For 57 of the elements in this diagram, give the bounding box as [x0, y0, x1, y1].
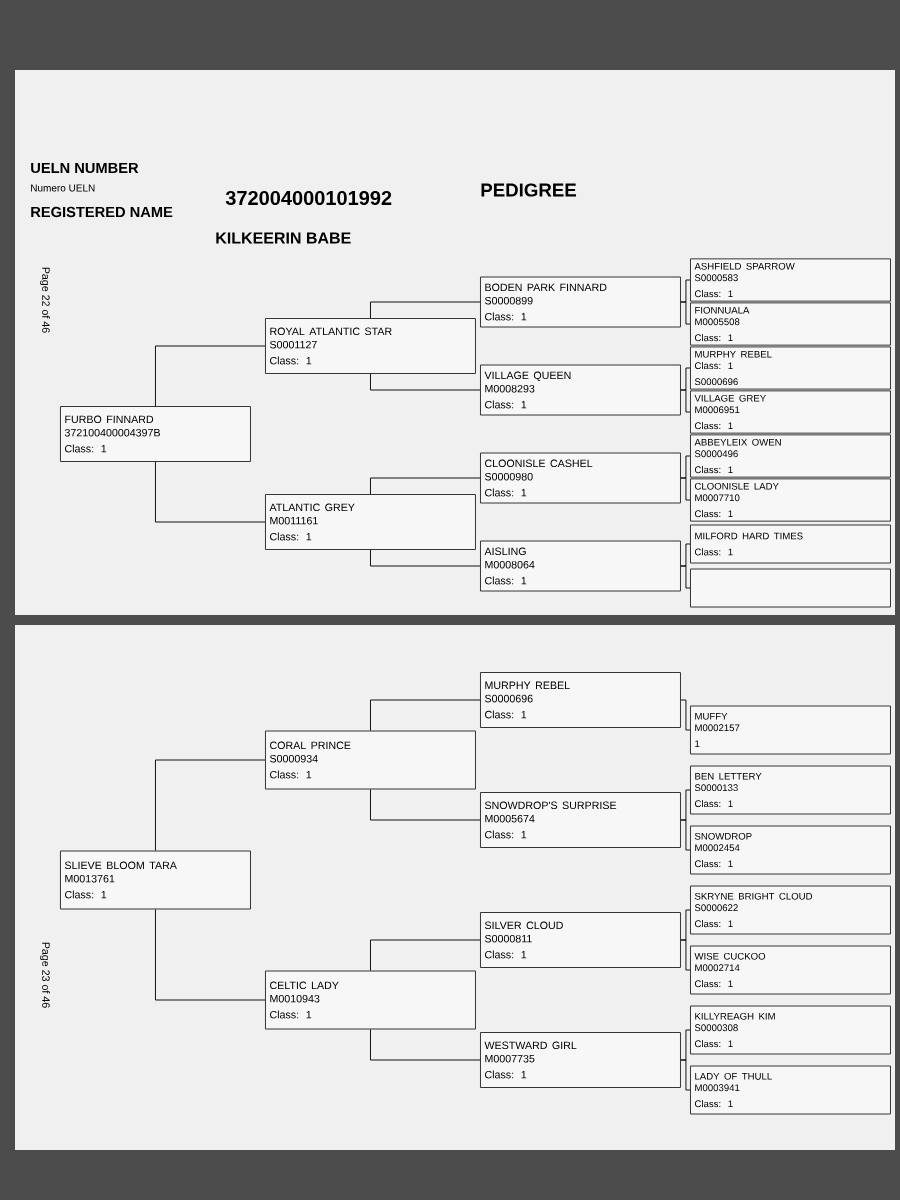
pedigree-line	[370, 373, 481, 391]
pedigree-line	[155, 759, 266, 851]
pedigree-line	[680, 389, 691, 413]
pedigree-line	[680, 565, 691, 589]
pedigree-box: ROYAL ATLANTIC STAR S0001127 Class: 1	[265, 318, 476, 374]
pedigree-line	[680, 819, 691, 851]
pedigree-box: SNOWDROP M0002454 Class: 1	[690, 825, 891, 875]
pedigree-line	[680, 699, 691, 731]
empty-box	[690, 568, 891, 608]
pedigree-box: WISE CUCKOO M0002714 Class: 1	[690, 945, 891, 995]
pedigree-box: ATLANTIC GREY M0011161 Class: 1	[265, 494, 476, 550]
pedigree-line	[370, 699, 481, 731]
pedigree-line	[370, 301, 481, 319]
pedigree-box: CLOONISLE CASHEL S0000980 Class: 1	[480, 452, 681, 504]
pedigree-box: SILVER CLOUD S0000811 Class: 1	[480, 912, 681, 968]
pedigree-box: WESTWARD GIRL M0007735 Class: 1	[480, 1032, 681, 1088]
pedigree-box: MURPHY REBEL S0000696 Class: 1	[480, 672, 681, 728]
pedigree-line	[370, 477, 481, 495]
pedigree-box: SLIEVE BLOOM TARA M0013761 Class: 1	[60, 850, 251, 910]
pedigree-box: CORAL PRINCE S0000934 Class: 1	[265, 730, 476, 790]
pedigree-box: BODEN PARK FINNARD S0000899 Class: 1	[480, 276, 681, 328]
pedigree-line	[680, 939, 691, 971]
pedigree-line	[370, 549, 481, 567]
pedigree-box: ASHFIELD SPARROW S0000583 Class: 1	[690, 258, 891, 302]
pedigree-box: AISLING M0008064 Class: 1	[480, 540, 681, 592]
pedigree-box: MUFFY M0002157 1	[690, 705, 891, 755]
heading-label: REGISTERED NAME	[31, 206, 173, 218]
pedigree-box: VILLAGE QUEEN M0008293 Class: 1	[480, 364, 681, 416]
pedigree-line	[680, 1059, 691, 1091]
pedigree-box: VILLAGE GREY M0006951 Class: 1	[690, 390, 891, 434]
page-number: Page 23 of 46	[40, 942, 50, 1008]
pedigree-line	[370, 1029, 481, 1061]
pedigree-line	[680, 301, 691, 325]
pedigree-box: ABBEYLEIX OWEN S0000496 Class: 1	[690, 434, 891, 478]
pedigree-box: KILLYREAGH KIM S0000308 Class: 1	[690, 1005, 891, 1055]
pedigree-line	[155, 461, 266, 523]
pedigree-box: CELTIC LADY M0010943 Class: 1	[265, 970, 476, 1030]
ueln-number: 372004000101992	[225, 190, 392, 206]
pedigree-box: SKRYNE BRIGHT CLOUD S0000622 Class: 1	[690, 885, 891, 935]
pedigree-box: CLOONISLE LADY M0007710 Class: 1	[690, 478, 891, 522]
page-number: Page 22 of 46	[40, 267, 50, 333]
pedigree-box: MILFORD HARD TIMES Class: 1	[690, 524, 891, 564]
pedigree-line	[155, 909, 266, 1001]
pedigree-box: FIONNUALA M0005508 Class: 1	[690, 302, 891, 346]
pedigree-box: LADY OF THULL M0003941 Class: 1	[690, 1065, 891, 1115]
pedigree-box: SNOWDROP'S SURPRISE M0005674 Class: 1	[480, 792, 681, 848]
subheading-label: Numero UELN	[31, 184, 95, 192]
pedigree-line	[370, 939, 481, 971]
pedigree-box: MURPHY REBEL Class: 1 S0000696	[690, 346, 891, 390]
heading-label: UELN NUMBER	[31, 162, 139, 174]
registered-name: KILKEERIN BABE	[216, 232, 351, 244]
pedigree-line	[155, 345, 266, 407]
title: PEDIGREE	[481, 183, 576, 197]
pedigree-line	[370, 789, 481, 821]
pedigree-line	[680, 477, 691, 501]
pedigree-box: FURBO FINNARD 372100400004397B Class: 1	[60, 406, 251, 462]
pedigree-box: BEN LETTERY S0000133 Class: 1	[690, 765, 891, 815]
